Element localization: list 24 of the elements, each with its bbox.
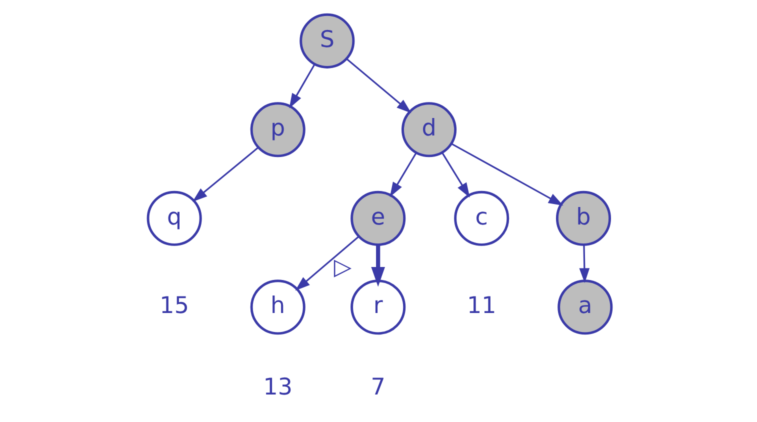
node-label: 13 <box>263 374 292 401</box>
node-circle: b <box>556 190 612 246</box>
node-label: 7 <box>370 374 386 401</box>
arrow <box>192 146 259 202</box>
node-label: ▷ <box>334 254 352 281</box>
node-circle: S <box>300 13 355 68</box>
node-circle: c <box>454 190 510 246</box>
node-circle: q <box>146 190 202 246</box>
node-circle: a <box>558 280 613 335</box>
node-circle: d <box>402 102 457 158</box>
node-label: 11 <box>466 293 496 320</box>
node-circle: p <box>250 102 306 158</box>
node-circle: r <box>350 280 406 335</box>
arrow <box>451 143 564 206</box>
arrow <box>371 244 386 287</box>
arrow <box>289 64 316 108</box>
node-circle: e <box>350 190 406 246</box>
arrow <box>579 244 590 284</box>
node-label: 15 <box>160 293 189 320</box>
arrow <box>442 152 470 198</box>
node-circle: h <box>250 280 306 335</box>
arrow <box>295 236 360 291</box>
arrow <box>346 58 412 114</box>
arrow <box>390 152 417 198</box>
